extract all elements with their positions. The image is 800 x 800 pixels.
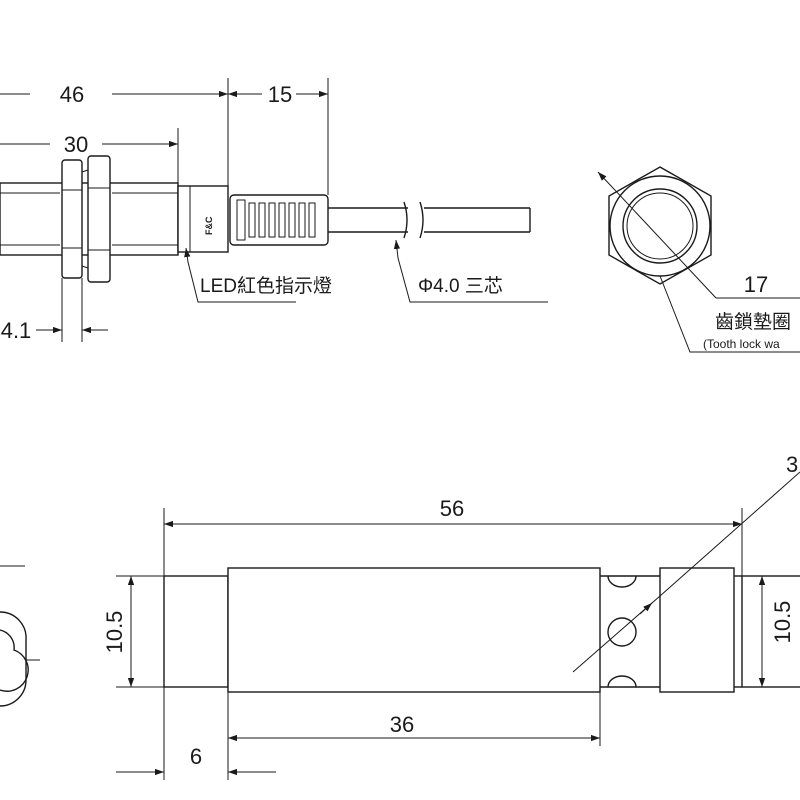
dim-overall-length: 56	[440, 496, 464, 521]
sensor-face	[622, 188, 698, 264]
dim-height-left: 10.5	[102, 611, 127, 654]
strain-relief-ribs	[236, 199, 316, 241]
bracket-side-partial	[0, 565, 40, 707]
dim-total-length: 46	[60, 82, 84, 107]
dim-across-flats: 17	[744, 272, 768, 297]
bracket-clamp-block	[659, 567, 735, 693]
tooth-lock-washer	[609, 175, 711, 277]
nut-left	[61, 159, 83, 279]
cable-label: Φ4.0 三芯	[418, 275, 503, 297]
sensor-side-view: F&C 46 15	[0, 78, 548, 343]
cable	[328, 201, 531, 239]
bracket-slot-section	[600, 575, 660, 688]
rear-housing	[177, 185, 229, 253]
led-label: LED紅色指示燈	[200, 275, 332, 297]
brand-mark: F&C	[204, 216, 214, 235]
dim-hole-diameter: 3	[786, 452, 798, 477]
bracket-body	[227, 567, 601, 693]
washer-label-cn: 齒鎖墊圈	[715, 311, 791, 333]
nut-right	[87, 155, 111, 283]
dim-height-right: 10.5	[770, 601, 795, 644]
washer-label-en: (Tooth lock wa	[703, 337, 780, 351]
sensor-end-view: 17 齒鎖墊圈 (Tooth lock wa	[597, 166, 800, 353]
dim-cable-section: 15	[268, 82, 292, 107]
mounting-bracket: 56 36 6 10.5 10.5 3	[102, 452, 800, 780]
hex-nut	[608, 166, 712, 285]
dim-body-length: 36	[390, 712, 414, 737]
mounting-hole	[607, 617, 637, 647]
dim-nut-thickness: 4.1	[1, 318, 32, 343]
bracket-left-flange	[163, 575, 229, 688]
dim-thread-length: 30	[64, 132, 88, 157]
dim-offset: 6	[190, 744, 202, 769]
